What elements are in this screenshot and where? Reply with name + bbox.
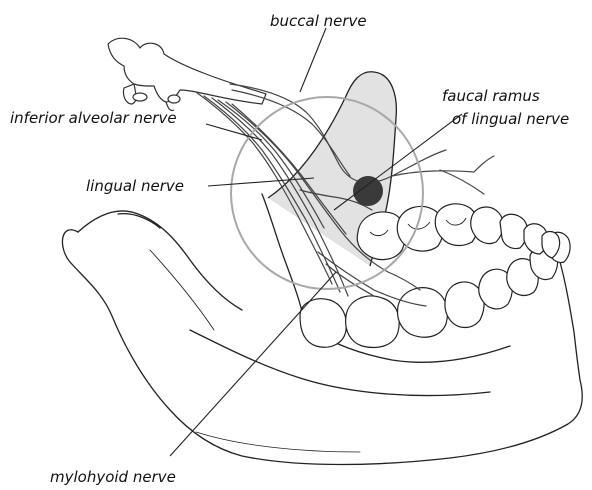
upper-teeth [357, 204, 559, 260]
leader-mylohyoid [170, 272, 336, 456]
nerve-root [108, 38, 266, 110]
label-faucal-ramus-line2: of lingual nerve [452, 110, 569, 128]
label-inferior-alveolar-nerve: inferior alveolar nerve [10, 109, 177, 127]
label-faucal-ramus-line1: faucal ramus [442, 87, 540, 105]
labels: buccal nerve inferior alveolar nerve fau… [10, 12, 569, 486]
label-buccal-nerve: buccal nerve [270, 12, 367, 30]
label-lingual-nerve: lingual nerve [86, 177, 184, 195]
leader-buccal [300, 28, 326, 92]
label-mylohyoid-nerve: mylohyoid nerve [50, 468, 176, 486]
target-dot [353, 176, 383, 206]
